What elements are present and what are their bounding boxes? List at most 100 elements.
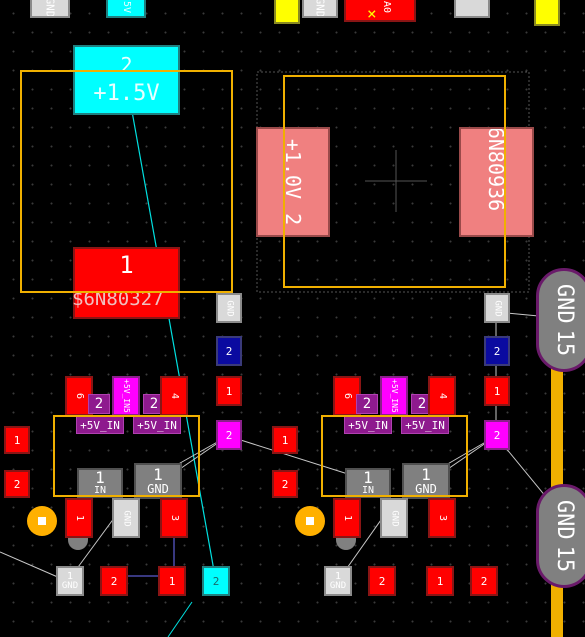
ic-left-pin5[interactable]: +5V_IN5 <box>112 376 140 416</box>
pin-number: 4 <box>437 392 448 400</box>
pad-bottom-1a[interactable]: 1 <box>158 566 186 596</box>
ic-right-pin1[interactable]: 1 <box>333 498 361 538</box>
pad-top-yellow[interactable] <box>274 0 300 24</box>
pad-mag-right[interactable]: 2 <box>484 420 510 450</box>
pad-mid-2[interactable]: 2 <box>272 470 298 498</box>
pad-edge-1[interactable]: 1 <box>4 426 30 454</box>
net-label: +1.5V <box>93 81 160 106</box>
net-label: +5V_IN5 <box>122 379 131 413</box>
pin-number: 4 <box>169 392 180 400</box>
net-label: +5V_IN5 <box>390 379 399 413</box>
pad-gnd-right[interactable]: GND <box>484 293 510 323</box>
pad-edge-2[interactable]: 2 <box>4 470 30 498</box>
pad-mag-left[interactable]: 2 <box>216 420 242 450</box>
pad-bottom-2c[interactable]: 2 <box>470 566 498 596</box>
pin-number: 1 <box>168 574 176 588</box>
ic-left-pin1[interactable]: 1 <box>65 498 93 538</box>
pin-number: 2 <box>362 396 372 412</box>
pad-bottom-1b[interactable]: 1 <box>426 566 454 596</box>
ic-right-pin2-top[interactable]: 2 <box>356 394 378 414</box>
ic-right-pin2[interactable]: GND <box>380 498 408 538</box>
pad-red-right[interactable]: 1 <box>484 376 510 406</box>
ic-right-pin4[interactable]: 4 <box>428 376 456 416</box>
net-label: +5V_IN <box>137 418 177 432</box>
via-left[interactable] <box>68 538 88 550</box>
pad-bottom-2b[interactable]: 2 <box>368 566 396 596</box>
pin-number: 3 <box>169 514 180 522</box>
pad-top-5v[interactable]: 5V <box>106 0 146 18</box>
pin-number: 2 <box>225 344 233 358</box>
pin-number: 1 <box>436 574 444 588</box>
pad-bottom-gnd-right[interactable]: 1 GND <box>324 566 352 596</box>
pad-top-gray[interactable] <box>454 0 490 18</box>
pin-number: 2 <box>110 574 118 588</box>
fiducial-right-mark <box>306 517 314 525</box>
pad-top-gnd[interactable]: GND <box>302 0 338 18</box>
regulator-left-outline[interactable] <box>20 70 233 293</box>
pin-number: 15 <box>552 545 577 573</box>
pad-bottom-cyan[interactable]: 2 <box>202 566 230 596</box>
pad-bottom-2a[interactable]: 2 <box>100 566 128 596</box>
ic-right-pin3[interactable]: 3 <box>428 498 456 538</box>
pin-number: 2 <box>417 396 427 412</box>
pin-number: 1 <box>66 570 74 582</box>
pin-number: 2 <box>281 477 289 491</box>
pin-number: 2 <box>212 574 220 588</box>
pad-navy-right[interactable]: 2 <box>484 336 510 366</box>
regulator-right-pin1[interactable]: $6N80936 1 <box>459 127 534 237</box>
cross-mark: × <box>367 4 377 23</box>
ic-left-pin2[interactable]: GND <box>112 498 140 538</box>
pin-number: 1 <box>421 465 431 484</box>
pad-top-yellow-2[interactable] <box>534 0 560 26</box>
pin-number: 2 <box>493 344 501 358</box>
ic-left-pin3[interactable]: 3 <box>160 498 188 538</box>
pad-label: GND <box>389 509 400 527</box>
pin-number: 1 <box>74 514 85 522</box>
ic-left-pad-gnd[interactable]: 1 GND <box>134 463 182 499</box>
ic-left-outline[interactable] <box>53 415 200 497</box>
ic-right-pad-in[interactable]: 1 IN <box>345 468 391 498</box>
net-label: GND <box>415 482 437 496</box>
regulator-left-pin1[interactable]: 1 <box>73 247 180 319</box>
ic-left-pin4[interactable]: 4 <box>160 376 188 416</box>
ic-right-outline[interactable] <box>321 415 468 497</box>
pad-label: GND <box>313 0 327 17</box>
pin-number: 1 <box>13 433 21 447</box>
pad-label: GND <box>492 299 503 317</box>
via-right[interactable] <box>336 538 356 550</box>
pin-number: 3 <box>437 514 448 522</box>
regulator-left-pin2[interactable]: 2 +1.5V <box>73 45 180 115</box>
pad-navy-left[interactable]: 2 <box>216 336 242 366</box>
ic-right-pin5[interactable]: +5V_IN5 <box>380 376 408 416</box>
pin-number: 2 <box>493 428 501 442</box>
pin-number: 1 <box>153 465 163 484</box>
ic-left-pin2-top[interactable]: 2 <box>88 394 110 414</box>
regulator-right-outline[interactable] <box>283 75 506 288</box>
ic-right-pad-gnd[interactable]: 1 GND <box>402 463 450 499</box>
connector-pad-top[interactable]: GND 15 <box>536 268 585 372</box>
pad-red-left[interactable]: 1 <box>216 376 242 406</box>
net-label: +5V_IN <box>405 418 445 432</box>
pin-number: 6 <box>342 392 353 400</box>
ic-left-net-a[interactable]: +5V_IN <box>76 416 124 434</box>
pad-label: GND <box>121 509 132 527</box>
pad-gnd-left[interactable]: GND <box>216 293 242 323</box>
pin-number: 1 <box>363 468 373 487</box>
pad-mid-1[interactable]: 1 <box>272 426 298 454</box>
ic-left-pad-in[interactable]: 1 IN <box>77 468 123 498</box>
connector-pad-bottom[interactable]: GND 15 <box>536 484 585 588</box>
net-label: IN <box>361 485 375 496</box>
net-label: +5V_IN <box>80 418 120 432</box>
net-label: +5V_IN <box>348 418 388 432</box>
pin-number: 1 <box>342 514 353 522</box>
pin-number: 2 <box>94 396 104 412</box>
pad-bottom-gnd-left[interactable]: 1 GND <box>56 566 84 596</box>
pad-top-1[interactable]: GND <box>30 0 70 18</box>
pin-number: 6 <box>74 392 85 400</box>
regulator-right-pin2[interactable]: +1.0V 2 <box>256 127 330 237</box>
pad-label: GND <box>61 580 79 591</box>
pin-number: 1 <box>119 251 134 279</box>
pad-top-red[interactable] <box>344 0 416 22</box>
pin-number: 2 <box>225 428 233 442</box>
